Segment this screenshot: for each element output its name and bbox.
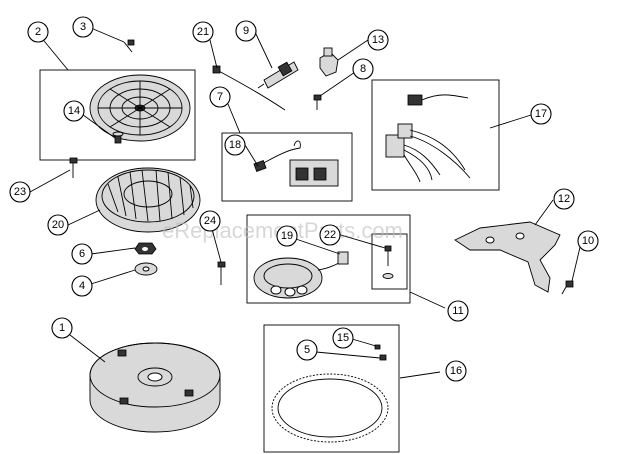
callout-20: 20 (47, 214, 69, 236)
screw-8-part (313, 94, 322, 110)
callout-15-label: 15 (337, 332, 349, 344)
callout-21: 21 (192, 21, 214, 43)
callout-10: 10 (577, 230, 599, 252)
callout-24-label: 24 (204, 215, 216, 227)
leader-lines (29, 27, 582, 379)
bolt-3-part (123, 39, 135, 53)
callout-4-label: 4 (79, 280, 85, 292)
stator-screw-part (382, 245, 394, 279)
callout-14: 14 (63, 100, 85, 122)
callout-22-label: 22 (324, 229, 336, 241)
callout-15: 15 (332, 327, 354, 349)
spark-plug-boot-part (319, 47, 339, 77)
screen-screw-part (112, 131, 124, 144)
bolt-23-part (69, 157, 78, 178)
callout-23: 23 (9, 181, 31, 203)
stator-part (253, 251, 349, 299)
callout-12-label: 12 (558, 193, 570, 205)
callout-1-label: 1 (59, 322, 65, 334)
box-stator-hardware (371, 233, 408, 290)
callout-14-label: 14 (68, 105, 80, 117)
callout-19-label: 19 (281, 230, 293, 242)
ring-gear-part (271, 373, 389, 443)
callout-18-label: 18 (229, 139, 241, 151)
callout-24: 24 (199, 210, 221, 232)
callout-10-label: 10 (582, 235, 594, 247)
box-blower-screen (39, 69, 196, 161)
callout-2: 2 (27, 21, 49, 43)
box-wire-harness (371, 79, 500, 191)
callout-7-label: 7 (217, 91, 223, 103)
bolt-24-part (217, 261, 226, 285)
callout-11-label: 11 (452, 305, 463, 317)
box-alternator (246, 214, 411, 304)
blower-screen-part (89, 74, 191, 142)
callout-12: 12 (553, 188, 575, 210)
callout-7: 7 (209, 86, 231, 108)
callout-17-label: 17 (535, 108, 547, 120)
callout-16-label: 16 (450, 365, 462, 377)
callout-1: 1 (51, 317, 73, 339)
washer-part (134, 262, 158, 276)
callout-3: 3 (72, 16, 94, 38)
callout-4: 4 (71, 275, 93, 297)
callout-8: 8 (352, 58, 374, 80)
callout-20-label: 20 (52, 219, 64, 231)
spark-plug-part (257, 61, 299, 89)
callout-16: 16 (445, 360, 467, 382)
callout-2-label: 2 (35, 26, 41, 38)
flywheel-fan-part (95, 167, 201, 233)
callout-6-label: 6 (79, 248, 85, 260)
callout-19: 19 (276, 225, 298, 247)
callout-21-label: 21 (197, 26, 209, 38)
callout-6: 6 (71, 243, 93, 265)
nut-part (134, 242, 157, 255)
callout-5-label: 5 (304, 344, 310, 356)
screw-10-part (561, 280, 574, 295)
flywheel-part (89, 342, 221, 433)
callout-9: 9 (235, 20, 257, 42)
callout-23-label: 23 (14, 186, 26, 198)
callout-22: 22 (319, 224, 341, 246)
callout-8-label: 8 (360, 63, 366, 75)
callout-13-label: 13 (372, 34, 384, 46)
wire-harness-part (385, 94, 471, 183)
bracket-part (454, 221, 561, 293)
callout-9-label: 9 (243, 25, 249, 37)
callout-18: 18 (224, 134, 246, 156)
ignition-module-part (253, 140, 339, 187)
callout-3-label: 3 (80, 21, 86, 33)
ring-gear-screws-part (374, 344, 387, 361)
box-ring-gear (263, 324, 400, 453)
callout-13: 13 (367, 29, 389, 51)
callout-11: 11 (447, 300, 469, 322)
callout-17: 17 (530, 103, 552, 125)
box-ignition-module (221, 132, 353, 202)
callout-5: 5 (296, 339, 318, 361)
